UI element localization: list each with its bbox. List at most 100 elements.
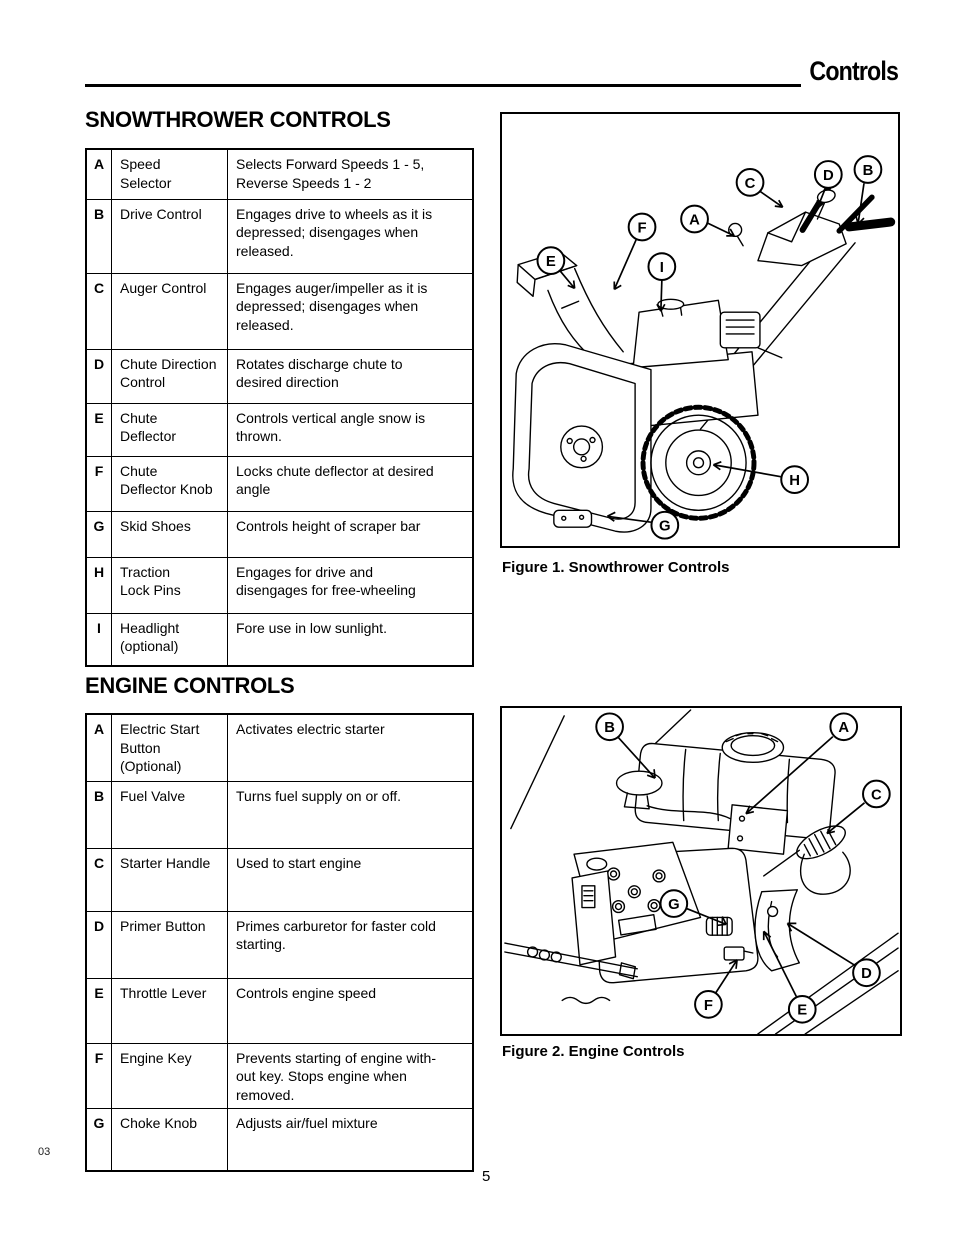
control-name: Electric Start Button (Optional) bbox=[111, 713, 228, 782]
control-description: Selects Forward Speeds 1 - 5, Reverse Sp… bbox=[227, 148, 474, 200]
control-name: Traction Lock Pins bbox=[111, 556, 228, 614]
control-description: Controls vertical angle snow is thrown. bbox=[227, 402, 474, 457]
control-key: F bbox=[85, 455, 112, 512]
callout-letter: G bbox=[659, 519, 671, 535]
callout-letter: A bbox=[689, 212, 700, 228]
control-description: Locks chute deflector at desired angle bbox=[227, 455, 474, 512]
callout-g: G bbox=[650, 510, 680, 540]
control-key: I bbox=[85, 612, 112, 667]
callout-letter: I bbox=[660, 260, 664, 276]
control-description: Turns fuel supply on or off. bbox=[227, 780, 474, 849]
table-row: B Drive Control Engages drive to wheels … bbox=[85, 198, 474, 274]
control-description: Controls engine speed bbox=[227, 977, 474, 1044]
engine-controls-table: A Electric Start Button (Optional) Activ… bbox=[85, 713, 474, 1172]
control-description: Adjusts air/fuel mixture bbox=[227, 1107, 474, 1172]
control-description: Activates electric starter bbox=[227, 713, 474, 782]
control-description: Fore use in low sunlight. bbox=[227, 612, 474, 667]
control-name: Speed Selector bbox=[111, 148, 228, 200]
table-row: G Choke Knob Adjusts air/fuel mixture bbox=[85, 1107, 474, 1172]
callout-a: A bbox=[829, 712, 859, 742]
callout-letter: B bbox=[863, 163, 874, 179]
callout-letter: G bbox=[668, 897, 680, 913]
control-name: Fuel Valve bbox=[111, 780, 228, 849]
control-key: E bbox=[85, 977, 112, 1044]
control-description: Engages drive to wheels as it is depress… bbox=[227, 198, 474, 274]
callout-letter: D bbox=[861, 966, 872, 982]
page-header-title: Controls bbox=[809, 56, 898, 86]
control-key: C bbox=[85, 272, 112, 350]
table-row: G Skid Shoes Controls height of scraper … bbox=[85, 510, 474, 558]
control-name: Choke Knob bbox=[111, 1107, 228, 1172]
callout-f: F bbox=[627, 212, 657, 242]
table-row: I Headlight (optional) Fore use in low s… bbox=[85, 612, 474, 667]
table-row: F Engine Key Prevents starting of engine… bbox=[85, 1042, 474, 1109]
control-key: A bbox=[85, 713, 112, 782]
callout-h: H bbox=[780, 465, 809, 494]
figure-1-caption: Figure 1. Snowthrower Controls bbox=[502, 559, 730, 576]
callout-letter: C bbox=[871, 787, 882, 803]
footer-code: 03 bbox=[38, 1146, 51, 1158]
control-description: Rotates discharge chute to desired direc… bbox=[227, 348, 474, 404]
callout-c: C bbox=[862, 779, 891, 809]
control-name: Primer Button bbox=[111, 910, 228, 979]
table-row: C Auger Control Engages auger/impeller a… bbox=[85, 272, 474, 350]
control-key: D bbox=[85, 348, 112, 404]
figure2-callouts: B A C G D bbox=[595, 712, 891, 1024]
control-key: E bbox=[85, 402, 112, 457]
callout-e: E bbox=[787, 994, 817, 1024]
callout-letter: H bbox=[789, 473, 800, 489]
callout-b: B bbox=[853, 155, 883, 184]
control-description: Primes carburetor for faster cold starti… bbox=[227, 910, 474, 979]
table-row: F Chute Deflector Knob Locks chute defle… bbox=[85, 455, 474, 512]
control-name: Skid Shoes bbox=[111, 510, 228, 558]
control-description: Used to start engine bbox=[227, 847, 474, 912]
callout-g: G bbox=[659, 889, 689, 918]
control-key: A bbox=[85, 148, 112, 200]
engine-illustration: B A C G D bbox=[504, 709, 899, 1034]
control-name: Throttle Lever bbox=[111, 977, 228, 1044]
table-row: E Throttle Lever Controls engine speed bbox=[85, 977, 474, 1044]
table-row: B Fuel Valve Turns fuel supply on or off… bbox=[85, 780, 474, 849]
callout-f: F bbox=[694, 990, 723, 1019]
control-name: Headlight (optional) bbox=[111, 612, 228, 667]
control-key: F bbox=[85, 1042, 112, 1109]
snowthrower-illustration: C D B A F bbox=[512, 155, 896, 540]
callout-letter: C bbox=[745, 176, 756, 192]
control-description: Engages auger/impeller as it is depresse… bbox=[227, 272, 474, 350]
control-key: G bbox=[85, 1107, 112, 1172]
callout-letter: F bbox=[704, 998, 713, 1014]
table-row: A Electric Start Button (Optional) Activ… bbox=[85, 713, 474, 782]
control-name: Engine Key bbox=[111, 1042, 228, 1109]
control-name: Chute Direction Control bbox=[111, 348, 228, 404]
engine-section-heading: ENGINE CONTROLS bbox=[85, 673, 295, 698]
control-name: Starter Handle bbox=[111, 847, 228, 912]
callout-letter: E bbox=[546, 254, 556, 270]
callout-b: B bbox=[595, 712, 624, 742]
control-key: B bbox=[85, 780, 112, 849]
control-description: Controls height of scraper bar bbox=[227, 510, 474, 558]
table-row: E Chute Deflector Controls vertical angl… bbox=[85, 402, 474, 457]
callout-d: D bbox=[813, 160, 843, 189]
control-key: D bbox=[85, 910, 112, 979]
table-row: D Primer Button Primes carburetor for fa… bbox=[85, 910, 474, 979]
control-key: H bbox=[85, 556, 112, 614]
table-row: H Traction Lock Pins Engages for drive a… bbox=[85, 556, 474, 614]
callout-letter: E bbox=[797, 1003, 807, 1019]
snowthrower-controls-table: A Speed Selector Selects Forward Speeds … bbox=[85, 148, 474, 667]
callout-i: I bbox=[647, 252, 677, 281]
callout-c: C bbox=[735, 168, 765, 197]
figure-2-box: B A C G D bbox=[500, 706, 902, 1036]
control-description: Prevents starting of engine with- out ke… bbox=[227, 1042, 474, 1109]
figure-1-box: C D B A F bbox=[500, 112, 900, 548]
control-name: Chute Deflector bbox=[111, 402, 228, 457]
callout-e: E bbox=[536, 246, 566, 276]
callout-letter: D bbox=[823, 168, 834, 184]
control-key: C bbox=[85, 847, 112, 912]
table-row: A Speed Selector Selects Forward Speeds … bbox=[85, 148, 474, 200]
callout-letter: B bbox=[604, 720, 615, 736]
control-name: Drive Control bbox=[111, 198, 228, 274]
figure-2-caption: Figure 2. Engine Controls bbox=[502, 1043, 685, 1060]
snowthrower-section-heading: SNOWTHROWER CONTROLS bbox=[85, 107, 391, 132]
callout-d: D bbox=[852, 958, 881, 988]
